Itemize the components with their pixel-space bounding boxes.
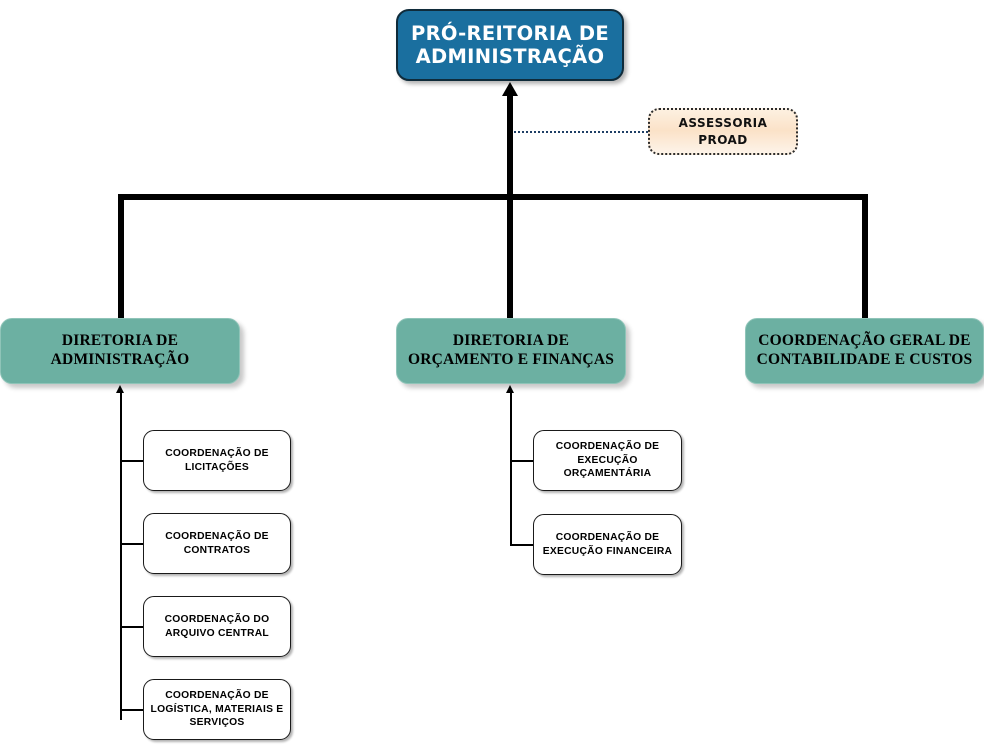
node-label: COORDENAÇÃO DE LICITAÇÕES [165, 447, 269, 473]
node-label: COORDENAÇÃO DE LOGÍSTICA, MATERIAIS E SE… [150, 690, 284, 729]
connector-drop-branch-3 [862, 194, 868, 320]
connector-root-stem [507, 95, 513, 198]
arrowhead-branch-1 [116, 385, 124, 393]
node-coordenacao-de-logistica-materiais-e-servicos[interactable]: COORDENAÇÃO DE LOGÍSTICA, MATERIAIS E SE… [143, 679, 291, 740]
connector-stub-1-4 [120, 709, 144, 711]
connector-drop-branch-2 [507, 194, 513, 320]
connector-advisory-dotted [511, 131, 648, 133]
node-label: COORDENAÇÃO DE EXECUÇÃO ORÇAMENTÁRIA [555, 441, 660, 480]
connector-stub-1-3 [120, 626, 144, 628]
connector-stub-2-2 [510, 544, 534, 546]
node-coordenacao-geral-de-contabilidade-e-custos[interactable]: COORDENAÇÃO GERAL DE CONTABILIDADE E CUS… [745, 318, 984, 384]
node-diretoria-de-administracao[interactable]: DIRETORIA DE ADMINISTRAÇÃO [0, 318, 240, 384]
connector-stub-1-1 [120, 460, 144, 462]
connector-stub-2-1 [510, 460, 534, 462]
node-assessoria-proad[interactable]: ASSESSORIA PROAD [648, 108, 798, 155]
connector-horizontal-bus [118, 194, 868, 200]
connector-drop-branch-1 [118, 194, 124, 320]
arrowhead-branch-2 [506, 385, 514, 393]
connector-spine-branch-2 [510, 392, 512, 546]
node-diretoria-de-orcamento-e-financas[interactable]: DIRETORIA DE ORÇAMENTO E FINANÇAS [396, 318, 626, 384]
node-label: DIRETORIA DE ADMINISTRAÇÃO [50, 332, 190, 368]
node-coordenacao-de-execucao-financeira[interactable]: COORDENAÇÃO DE EXECUÇÃO FINANCEIRA [533, 514, 682, 575]
node-label: COORDENAÇÃO GERAL DE CONTABILIDADE E CUS… [756, 332, 973, 368]
node-pro-reitoria-de-administracao[interactable]: PRÓ-REITORIA DE ADMINISTRAÇÃO [396, 9, 624, 81]
node-label: COORDENAÇÃO DO ARQUIVO CENTRAL [164, 613, 270, 639]
node-label: PRÓ-REITORIA DE ADMINISTRAÇÃO [411, 22, 609, 68]
node-label: DIRETORIA DE ORÇAMENTO E FINANÇAS [407, 332, 615, 368]
connector-stub-1-2 [120, 543, 144, 545]
node-label: COORDENAÇÃO DE EXECUÇÃO FINANCEIRA [542, 531, 673, 557]
node-label: COORDENAÇÃO DE CONTRATOS [165, 530, 269, 556]
connector-spine-branch-1 [120, 392, 122, 720]
node-label: ASSESSORIA PROAD [678, 116, 768, 147]
node-coordenacao-de-contratos[interactable]: COORDENAÇÃO DE CONTRATOS [143, 513, 291, 574]
node-coordenacao-do-arquivo-central[interactable]: COORDENAÇÃO DO ARQUIVO CENTRAL [143, 596, 291, 657]
node-coordenacao-de-execucao-orcamentaria[interactable]: COORDENAÇÃO DE EXECUÇÃO ORÇAMENTÁRIA [533, 430, 682, 491]
node-coordenacao-de-licitacoes[interactable]: COORDENAÇÃO DE LICITAÇÕES [143, 430, 291, 491]
arrowhead-root [502, 82, 518, 96]
